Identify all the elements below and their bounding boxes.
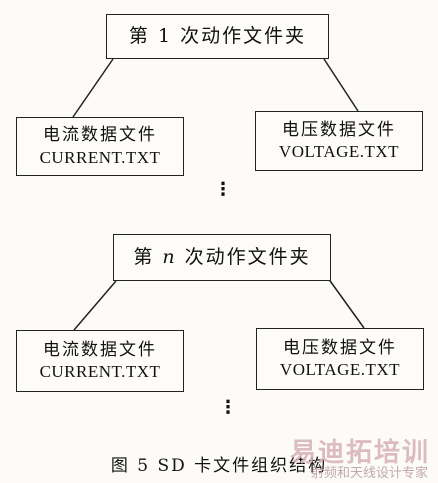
current-file-name: 电流数据文件 <box>43 125 157 146</box>
current-file-name: 电流数据文件 <box>43 339 157 360</box>
connector-folderN-to-current <box>73 280 117 331</box>
watermark-title: 易迪拓培训 <box>290 438 431 468</box>
current-file-filename: CURRENT.TXT <box>39 147 161 167</box>
folder-1-label: 第 1 次动作文件夹 <box>128 24 307 47</box>
voltage-file-filename: VOLTAGE.TXT <box>279 360 401 379</box>
folder-n-current-file-box: 电流数据文件 CURRENT.TXT <box>16 330 184 392</box>
voltage-file-name: 电压数据文件 <box>283 337 397 358</box>
voltage-file-filename: VOLTAGE.TXT <box>278 142 400 161</box>
folder-n-voltage-file-box: 电压数据文件 VOLTAGE.TXT <box>256 328 424 390</box>
watermark-logo: 易迪拓培训 射频和天线设计专家 <box>290 432 432 481</box>
connector-folderN-to-voltage <box>327 277 365 329</box>
folder-n-box: 第 n 次动作文件夹 <box>113 234 331 281</box>
folder-n-label: 第 n 次动作文件夹 <box>133 245 311 268</box>
voltage-file-name: 电压数据文件 <box>282 119 396 140</box>
watermark-subtitle: 射频和天线设计专家 <box>310 466 428 481</box>
connector-folder1-to-current <box>72 58 114 118</box>
folder-1-box: 第 1 次动作文件夹 <box>106 14 329 59</box>
ellipsis-vertical-1: ⋮ <box>214 179 232 200</box>
connector-folder1-to-voltage <box>323 58 359 112</box>
figure-caption: 图 5 SD 卡文件组织结构 <box>110 456 328 476</box>
folder-1-voltage-file-box: 电压数据文件 VOLTAGE.TXT <box>255 111 423 171</box>
folder-1-current-file-box: 电流数据文件 CURRENT.TXT <box>16 117 184 176</box>
current-file-filename: CURRENT.TXT <box>39 362 161 381</box>
ellipsis-vertical-2: ⋮ <box>219 397 237 418</box>
